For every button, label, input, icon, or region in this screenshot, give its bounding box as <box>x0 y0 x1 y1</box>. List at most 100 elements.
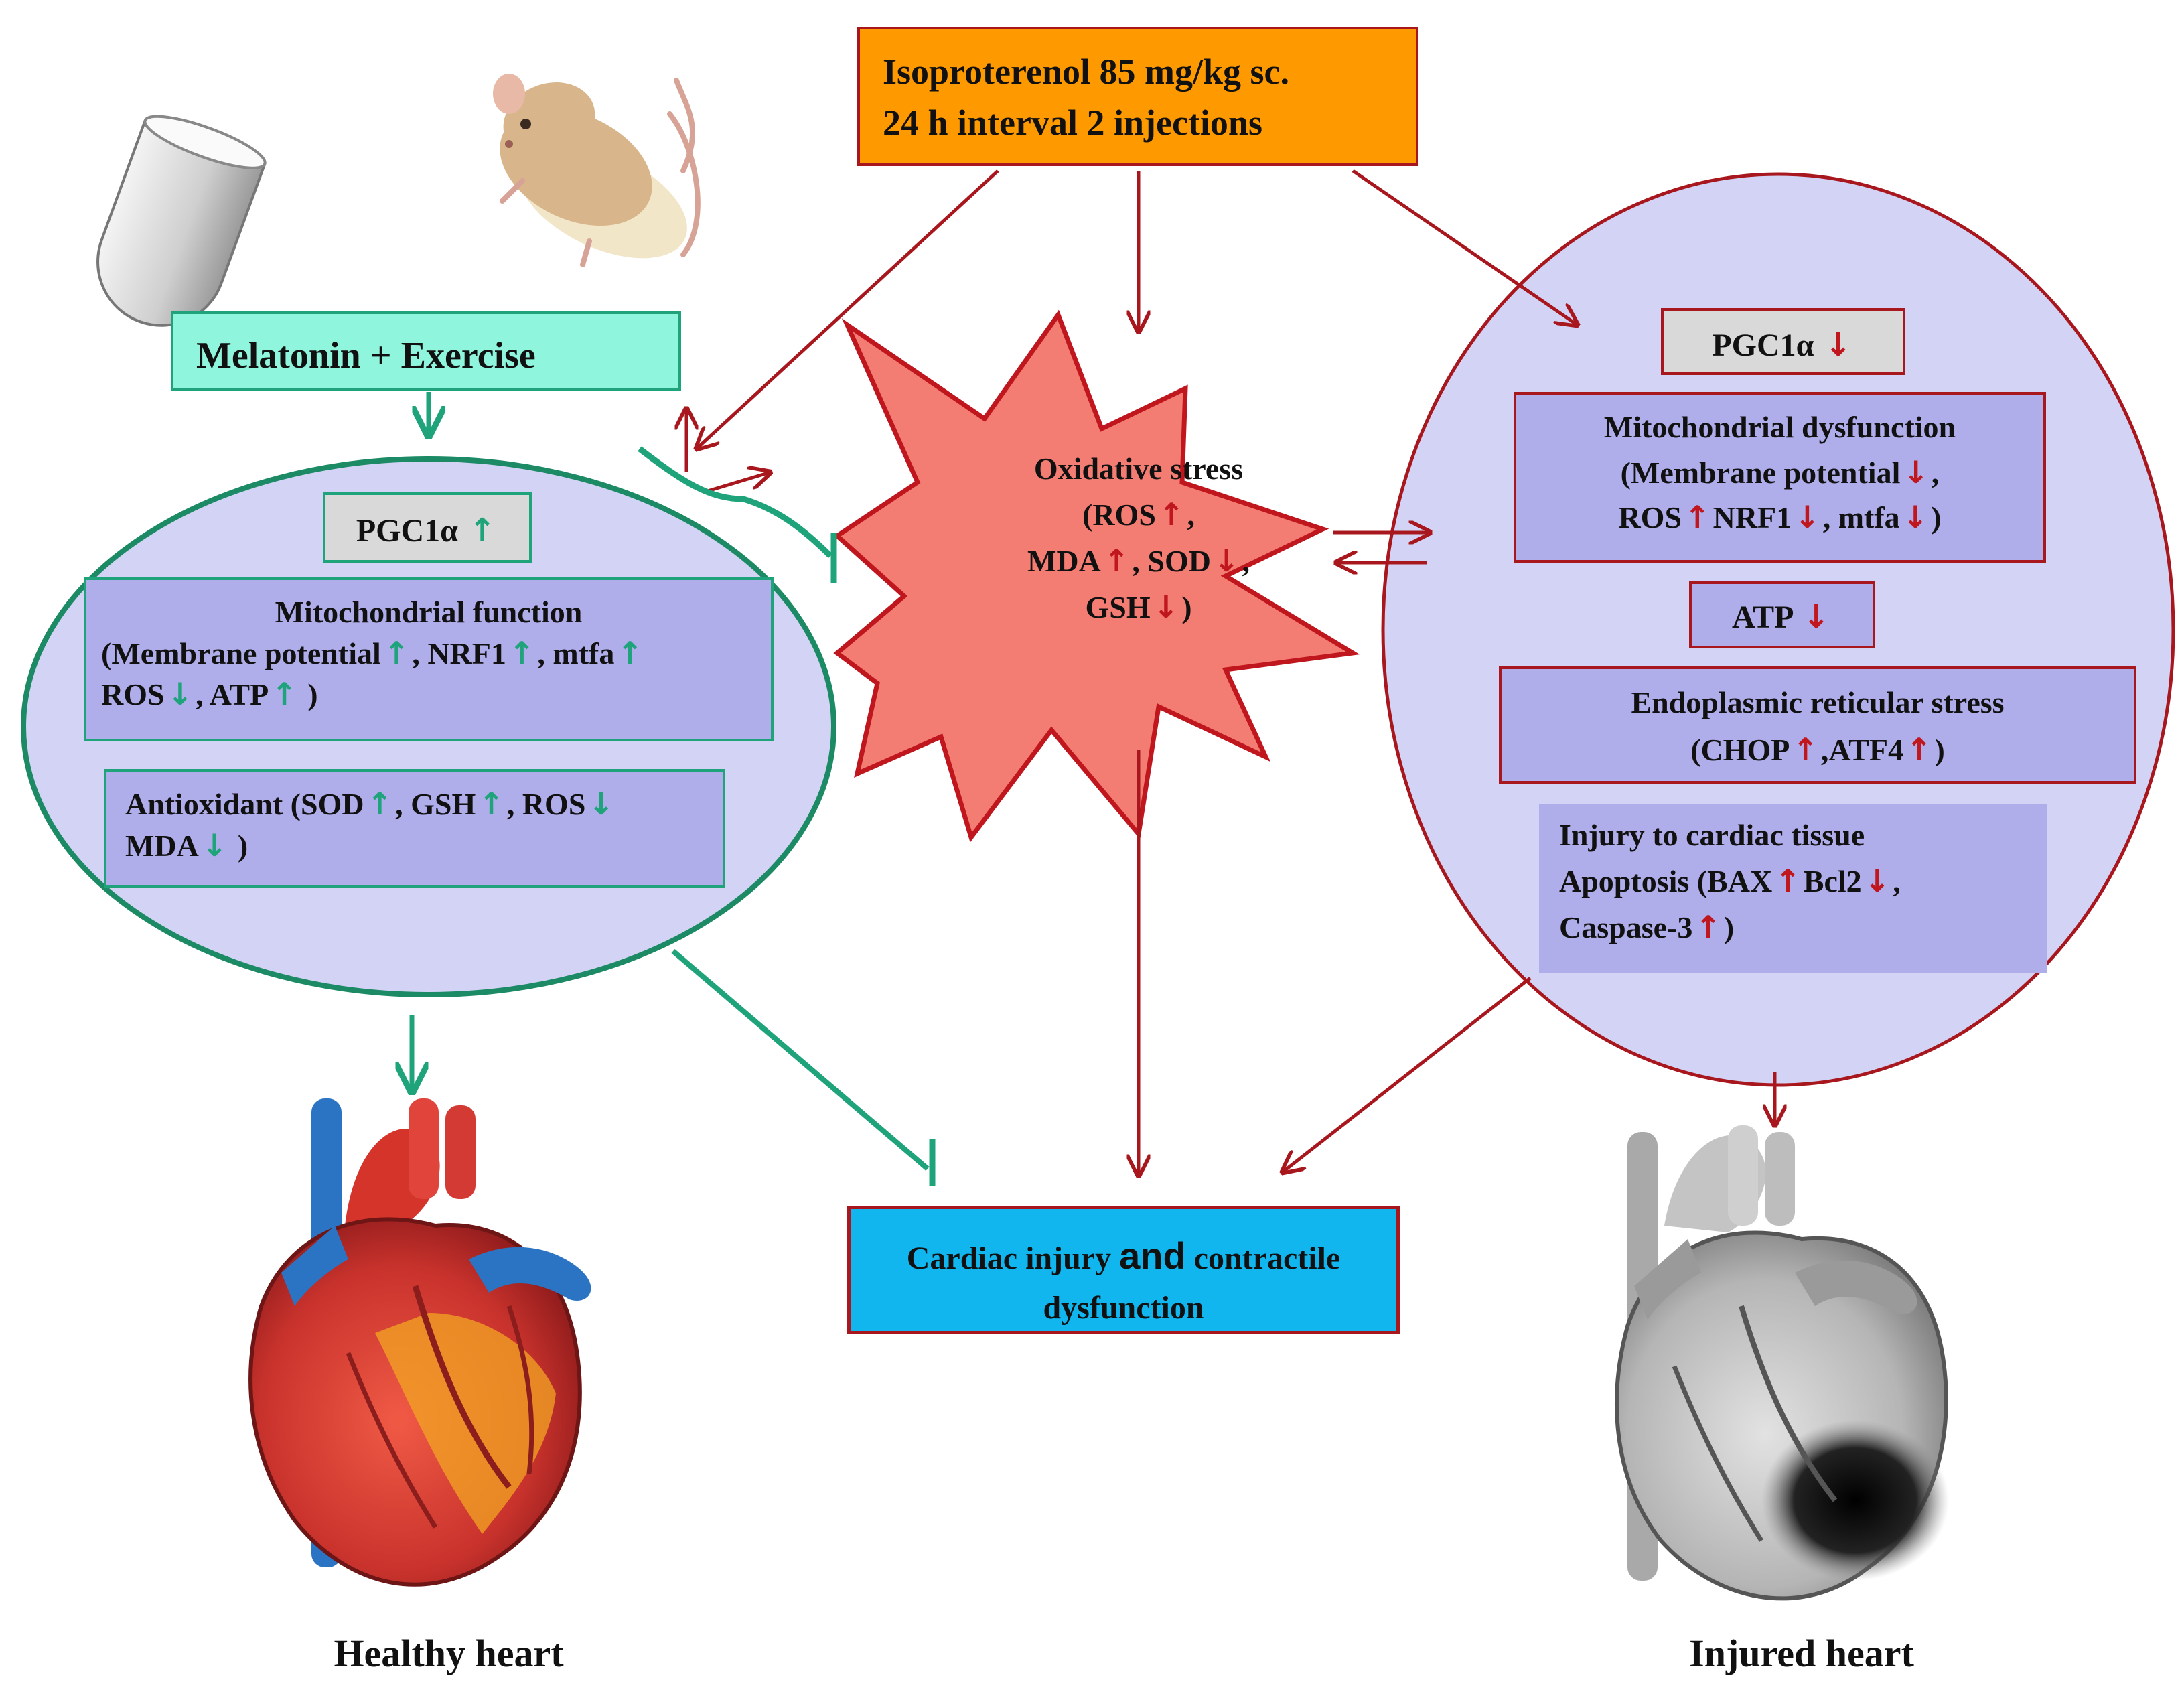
up-arrow-icon: ↑ <box>1684 499 1710 536</box>
antioxidant-line2: MDA↓ ) <box>125 825 704 867</box>
left-mito-function-box: Mitochondrial function (Membrane potenti… <box>84 577 774 741</box>
right-mito-title: Mitochondrial dysfunction <box>1603 410 1956 444</box>
left-mito-line3: ROS↓, ATP↑ ) <box>101 674 756 715</box>
oxidative-stress-line4: GSH↓) <box>964 584 1313 630</box>
left-pgc1a-box: PGC1α ↑ <box>323 492 532 563</box>
up-arrow-icon: ↑ <box>271 676 297 713</box>
ros-label: , ROS <box>506 787 586 821</box>
down-arrow-icon: ↓ <box>1903 453 1929 490</box>
down-arrow-icon: ↓ <box>588 786 614 822</box>
atf4-label: ,ATF4 <box>1820 733 1903 768</box>
down-arrow-icon: ↓ <box>1864 863 1891 899</box>
ros-label: ROS <box>101 677 165 712</box>
down-arrow-icon: ↓ <box>1213 543 1240 579</box>
arrow-right-to-cardiac-injury <box>1283 977 1532 1172</box>
up-arrow-icon: ↑ <box>1905 731 1932 768</box>
up-arrow-icon: ↑ <box>468 512 496 549</box>
membrane-potential-label: (Membrane potential <box>1620 455 1901 490</box>
oxidative-stress-title: Oxidative stress <box>1033 451 1244 486</box>
caspase-line: Caspase-3↑) <box>1559 904 2027 950</box>
inhibit-curve-to-star <box>638 446 833 559</box>
right-pgc1a-box: PGC1α ↓ <box>1661 308 1905 375</box>
cardiac-injury-line1: Cardiac injury and contractile <box>864 1228 1383 1284</box>
gsh-label: GSH <box>1085 590 1151 624</box>
capsule-icon <box>96 115 267 327</box>
down-arrow-icon: ↓ <box>1153 589 1179 625</box>
injured-heart-illustration <box>1615 1125 1949 1601</box>
melatonin-exercise-box: Melatonin + Exercise <box>171 311 681 391</box>
injury-title: Injury to cardiac tissue <box>1559 818 1865 852</box>
right-injury-box: Injury to cardiac tissue Apoptosis (BAX↑… <box>1539 804 2047 973</box>
ros-label: (ROS <box>1082 498 1156 532</box>
left-antioxidant-box: Antioxidant (SOD↑, GSH↑, ROS↓ MDA↓ ) <box>104 769 725 888</box>
down-arrow-icon: ↓ <box>1794 499 1820 536</box>
down-arrow-icon: ↓ <box>1824 326 1852 364</box>
healthy-heart-caption: Healthy heart <box>334 1632 564 1675</box>
up-arrow-icon: ↑ <box>366 786 393 822</box>
oxidative-stress-line3: MDA↑, SOD↓, <box>964 538 1313 584</box>
sod-label: , SOD <box>1132 544 1211 578</box>
up-arrow-icon: ↑ <box>617 634 643 671</box>
atp-label: ATP <box>1731 599 1792 635</box>
down-arrow-icon: ↓ <box>1802 598 1830 636</box>
isoproterenol-box: Isoproterenol 85 mg/kg sc. 24 h interval… <box>857 27 1418 166</box>
oxidative-stress-star <box>833 309 1360 843</box>
nrf1-label: , NRF1 <box>412 636 506 670</box>
right-er-stress-box: Endoplasmic reticular stress (CHOP↑,ATF4… <box>1499 666 2136 784</box>
cardiac-injury-box: Cardiac injury and contractile dysfuncti… <box>847 1206 1400 1334</box>
cardiac-injury-line2: dysfunction <box>1043 1290 1204 1326</box>
contractile-label: contractile <box>1193 1240 1341 1276</box>
right-mito-line2: (Membrane potential↓, <box>1528 450 2031 496</box>
up-arrow-icon: ↑ <box>383 634 410 671</box>
up-arrow-icon: ↑ <box>508 634 535 671</box>
up-arrow-icon: ↑ <box>1775 863 1801 899</box>
chop-label: (CHOP <box>1690 733 1790 768</box>
isoproterenol-dose: Isoproterenol 85 mg/kg sc. <box>883 52 1289 92</box>
mouse-icon <box>493 74 701 267</box>
close-paren: ) <box>237 828 248 863</box>
close-paren: ) <box>1934 733 1945 768</box>
up-arrow-icon: ↑ <box>1103 543 1130 579</box>
right-mito-line3: ROS↑NRF1↓, mtfa↓) <box>1528 495 2031 541</box>
close-paren: ) <box>307 677 318 712</box>
mtfa-label: , mtfa <box>537 636 615 670</box>
injured-heart-caption: Injured heart <box>1689 1632 1914 1675</box>
close-paren: ) <box>1931 500 1942 535</box>
right-atp-box: ATP ↓ <box>1689 581 1875 648</box>
atp-label: , ATP <box>196 677 269 712</box>
up-arrow-icon: ↑ <box>1158 496 1185 533</box>
right-pgc1a-label: PGC1α <box>1712 328 1814 363</box>
mda-label: MDA <box>125 828 199 863</box>
mtfa-label: , mtfa <box>1822 500 1900 535</box>
healthy-heart-illustration <box>248 1098 591 1587</box>
apoptosis-line: Apoptosis (BAX↑Bcl2↓, <box>1559 858 2027 904</box>
down-arrow-icon: ↓ <box>201 827 228 863</box>
left-mito-title: Mitochondrial function <box>275 595 583 629</box>
left-mito-line2: (Membrane potential↑, NRF1↑, mtfa↑ <box>101 633 756 675</box>
up-arrow-icon: ↑ <box>478 786 504 822</box>
isoproterenol-schedule: 24 h interval 2 injections <box>883 102 1262 143</box>
inhibit-line-to-cardiac-injury <box>671 948 930 1172</box>
oxidative-stress-text: Oxidative stress (ROS↑, MDA↑, SOD↓, GSH↓… <box>964 445 1313 646</box>
up-arrow-icon: ↑ <box>1695 909 1721 945</box>
right-mito-dysfunction-box: Mitochondrial dysfunction (Membrane pote… <box>1514 392 2046 563</box>
arrow-iso-to-right <box>1352 169 1577 325</box>
antioxidant-line1: Antioxidant (SOD↑, GSH↑, ROS↓ <box>125 784 704 825</box>
close-paren: ) <box>1181 590 1192 624</box>
close-paren: ) <box>1723 910 1735 944</box>
gsh-label: , GSH <box>395 787 476 821</box>
up-arrow-icon: ↑ <box>1792 731 1818 768</box>
cardiac-injury-label: Cardiac injury <box>906 1240 1112 1276</box>
ros-label: ROS <box>1618 500 1682 535</box>
caspase3-label: Caspase-3 <box>1559 910 1693 944</box>
and-label: and <box>1119 1234 1186 1277</box>
er-stress-line2: (CHOP↑,ATF4↑) <box>1514 726 2122 774</box>
melatonin-exercise-label: Melatonin + Exercise <box>196 335 536 376</box>
apoptosis-label: Apoptosis (BAX <box>1559 864 1773 898</box>
oxidative-stress-line2: (ROS↑, <box>964 492 1313 538</box>
nrf1-label: NRF1 <box>1713 500 1792 535</box>
left-pgc1a-label: PGC1α <box>356 513 458 549</box>
mda-label: MDA <box>1027 544 1101 578</box>
bcl2-label: Bcl2 <box>1803 864 1862 898</box>
arrow-iso-to-melatonin <box>697 169 999 449</box>
